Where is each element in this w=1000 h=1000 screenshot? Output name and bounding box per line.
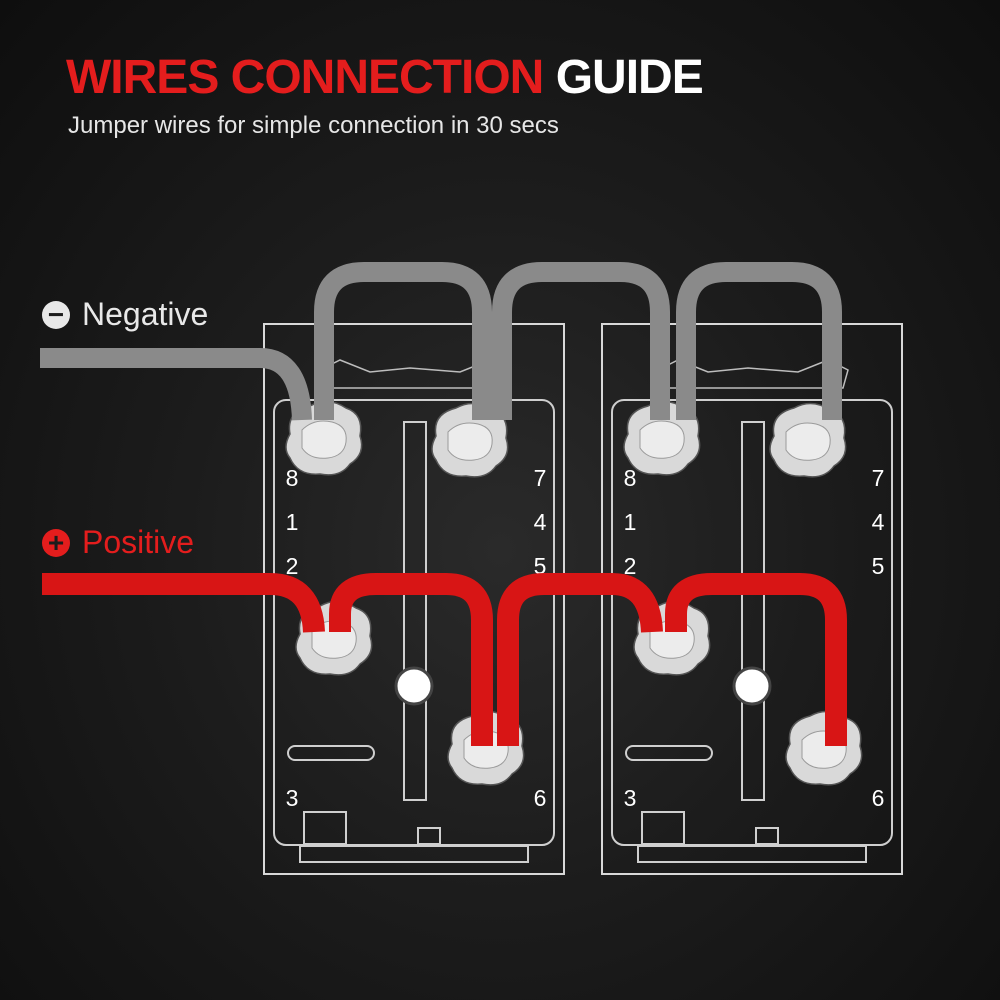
legend-positive: + Positive xyxy=(42,524,194,561)
negative-jumper-2 xyxy=(492,262,670,420)
switch-2-pin-7: 7 xyxy=(872,465,885,491)
switch-1-pin-3: 3 xyxy=(286,785,299,811)
page-subtitle: Jumper wires for simple connection in 30… xyxy=(68,112,559,139)
switch-2-pin-6: 6 xyxy=(872,785,885,811)
switch-1-pin-5: 5 xyxy=(534,553,547,579)
switch-2-pin-2: 2 xyxy=(624,553,637,579)
positive-jumper-1 xyxy=(329,573,493,746)
negative-jumper-3 xyxy=(676,262,842,420)
negative-jumper-1 xyxy=(314,262,492,420)
switch-1-pin-7: 7 xyxy=(534,465,547,491)
switch-2-pin-8: 8 xyxy=(624,465,637,491)
switch-1-pin-2: 2 xyxy=(286,553,299,579)
legend-negative-label: Negative xyxy=(82,296,209,332)
switch-2-pin-3: 3 xyxy=(624,785,637,811)
switch-1-pin-6: 6 xyxy=(534,785,547,811)
legend-negative: − Negative xyxy=(42,296,208,333)
minus-circle-icon: − xyxy=(42,300,70,329)
switch-body-2 xyxy=(601,323,903,875)
positive-jumper-2 xyxy=(497,573,663,746)
switch-2-pin-5: 5 xyxy=(872,553,885,579)
positive-feed-wire xyxy=(42,573,325,633)
negative-wires xyxy=(40,262,842,421)
legend-positive-label: Positive xyxy=(82,524,195,560)
plus-circle-icon: + xyxy=(42,528,70,557)
title-white-part: GUIDE xyxy=(555,51,704,104)
positive-jumper-3 xyxy=(665,573,847,746)
positive-wires xyxy=(42,573,847,746)
title-red-part: WIRES CONNECTION xyxy=(66,51,544,104)
switch-1-pin-4: 4 xyxy=(534,509,547,535)
switch-1-pin-1: 1 xyxy=(286,509,299,535)
page-title: WIRES CONNECTION GUIDE xyxy=(66,50,704,105)
switch-2-pin-1: 1 xyxy=(624,509,637,535)
negative-feed-wire xyxy=(40,348,312,421)
switch-2-pin-4: 4 xyxy=(872,509,885,535)
switch-1-pin-8: 8 xyxy=(286,465,299,491)
